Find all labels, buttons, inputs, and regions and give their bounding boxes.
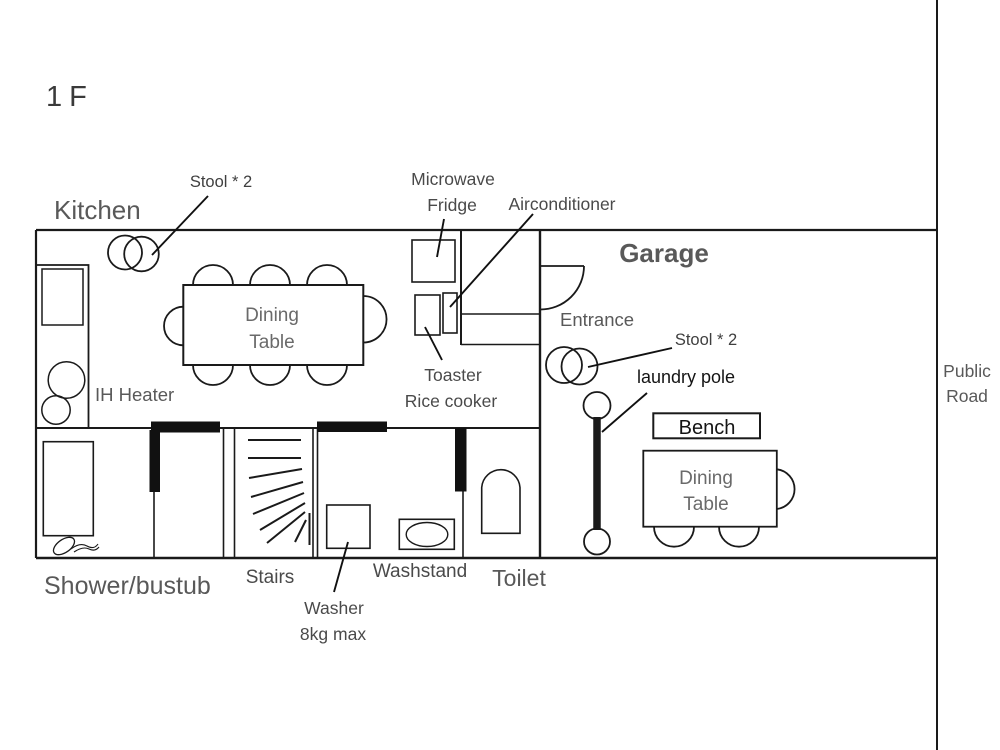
kitchen-sink: [41, 268, 84, 326]
chair-right: [363, 295, 388, 344]
kitchen-label: Kitchen: [54, 195, 141, 225]
kitchen-stool-pointer: [151, 195, 209, 256]
washer-pointer: [333, 541, 349, 593]
chair-right: [776, 468, 796, 510]
chair-top: [192, 264, 234, 286]
washstand-basin: [405, 521, 449, 548]
airconditioner-unit: [442, 292, 458, 334]
stairs-steps: [248, 439, 311, 545]
shower-door-side: [149, 430, 160, 492]
kitchen-stools-label: Stool * 2: [189, 173, 253, 191]
entrance-swing-door: [539, 265, 585, 311]
washer-label: Washer: [304, 598, 364, 618]
laundry-pole: [582, 391, 612, 556]
bench: [652, 412, 761, 440]
kitchen-dining-table-label: Dining Table: [245, 305, 299, 353]
bench-label: Bench: [678, 417, 736, 439]
chair-bottom: [192, 364, 234, 386]
toilet-door: [455, 428, 467, 492]
kitchen-stools: [107, 234, 160, 273]
ih-burner-small: [41, 395, 71, 425]
garage-stools: [545, 346, 599, 386]
floor-label: 1F: [46, 81, 94, 113]
bathtub: [42, 440, 95, 537]
ih-burner-large: [47, 360, 86, 400]
bathtub-group: [42, 440, 100, 556]
kitchen-dining-set: [163, 264, 388, 386]
fridge-pointer: [436, 218, 445, 258]
drain: [52, 536, 76, 556]
stairs-label: Stairs: [245, 567, 295, 588]
kitchen-dining-table: [182, 284, 365, 366]
public-road-label: Public Road: [943, 361, 991, 406]
microwave-fridge-unit: [411, 239, 456, 283]
garage-dining-set: [642, 412, 796, 548]
ih-heater-label: IH Heater: [95, 384, 175, 405]
garage-stools-label: Stool * 2: [674, 331, 738, 349]
airconditioner-pointer: [449, 213, 534, 308]
chair-bottom: [718, 526, 760, 548]
appliances: [411, 239, 458, 336]
chair-bottom: [306, 364, 348, 386]
toaster-unit: [414, 294, 441, 336]
washer-unit: [325, 504, 371, 550]
shower-label: Shower/bustub: [44, 572, 211, 600]
chair-top: [306, 264, 348, 286]
airconditioner-label: Airconditioner: [508, 194, 616, 214]
walls: [34, 0, 938, 750]
chair-bottom: [653, 526, 695, 548]
entrance-label: Entrance: [559, 309, 635, 330]
annotation-lines: [151, 195, 673, 593]
washroom-door: [317, 421, 387, 432]
laundry-pole-top-base: [582, 391, 612, 420]
kitchen-counter: [36, 264, 90, 428]
counter-outline: [36, 264, 90, 428]
drain-squiggle: [73, 546, 100, 553]
chair-top: [249, 264, 291, 286]
rice-cooker-label: Rice cooker: [404, 391, 498, 411]
stool-circle: [545, 346, 583, 384]
laundry-pole-bottom-base: [583, 527, 611, 556]
toilet-label: Toilet: [492, 565, 546, 591]
garage-label: Garage: [619, 238, 709, 268]
drain-squiggle: [70, 543, 99, 550]
entrance-door-arc: [539, 265, 585, 311]
stool-circle: [107, 234, 143, 271]
toaster-label: Toaster: [424, 365, 482, 385]
laundry-pole-pointer: [601, 392, 648, 433]
chair-left: [163, 305, 184, 347]
fridge-label: Fridge: [427, 195, 477, 215]
washstand-unit: [398, 518, 456, 551]
shower-door-top: [151, 421, 220, 433]
toilet-bowl: [480, 468, 521, 535]
garage-stool-pointer: [587, 347, 673, 368]
washroom-fixtures: [325, 468, 521, 551]
microwave-label: Microwave: [411, 169, 495, 189]
stool-circle: [123, 235, 160, 273]
toaster-pointer: [424, 326, 443, 361]
stool-circle: [560, 347, 599, 386]
garage-dining-table-label: Dining Table: [679, 468, 733, 515]
doors: [149, 421, 467, 492]
washstand-label: Washstand: [372, 561, 468, 582]
chair-bottom: [249, 364, 291, 386]
laundry-pole-label: laundry pole: [636, 367, 736, 387]
garage-dining-table: [642, 449, 778, 528]
washer-capacity-label: 8kg max: [299, 624, 367, 644]
